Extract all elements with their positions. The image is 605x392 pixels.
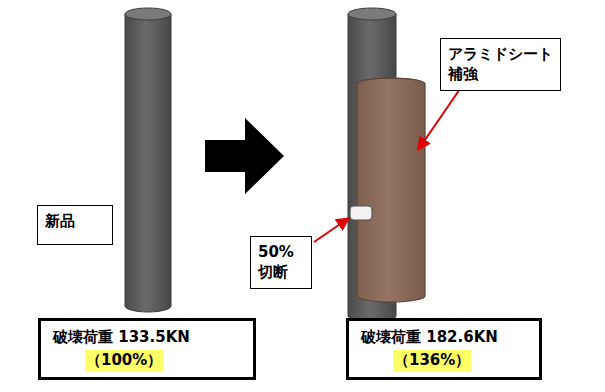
result-box: 破壊荷重 182.6KN （136%） [346, 318, 542, 380]
callout-box: 50% 切断 [250, 236, 312, 289]
cut-notch [350, 206, 372, 220]
callout-box: 新品 [37, 205, 113, 245]
result-box: 破壊荷重 133.5KN （100%） [38, 318, 256, 380]
leader-arrow [418, 86, 462, 150]
percentage: （136%） [393, 350, 471, 370]
aramid-sheet [357, 78, 425, 302]
transition-arrow [205, 118, 284, 194]
leader-arrow [314, 218, 349, 242]
callout-text: 50% 切断 [258, 242, 294, 283]
callout-text: 新品 [45, 211, 75, 231]
callout-text: アラミドシート 補強 [448, 44, 553, 85]
load-value: 破壊荷重 182.6KN [361, 327, 527, 347]
load-value: 破壊荷重 133.5KN [53, 327, 241, 347]
percentage: （100%） [85, 350, 163, 370]
new-pole [125, 8, 171, 312]
callout-box: アラミドシート 補強 [440, 38, 561, 91]
